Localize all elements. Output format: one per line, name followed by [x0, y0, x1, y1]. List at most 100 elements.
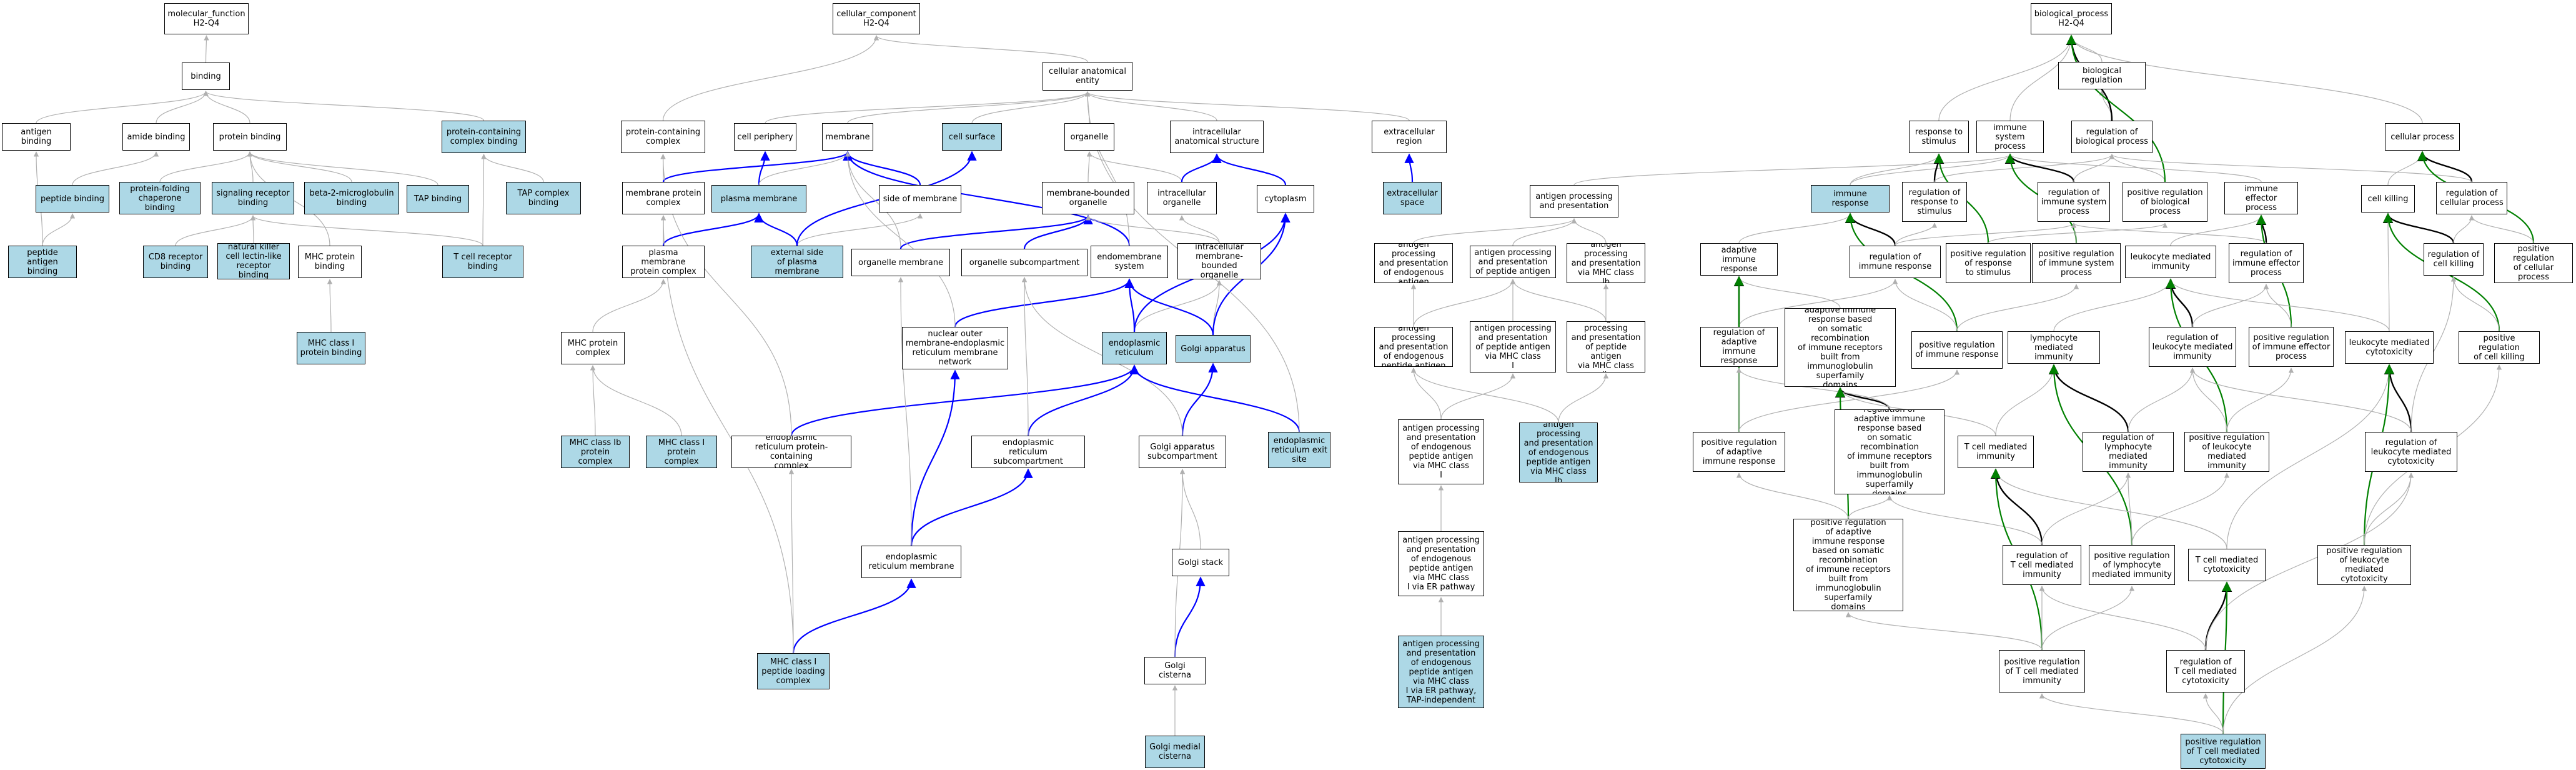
edge-part-of [1181, 153, 1222, 182]
edge-is-a [1086, 151, 1182, 182]
edge-is-a [1736, 368, 1890, 410]
go-term-golgi-apparatus: Golgi apparatus [1176, 335, 1251, 362]
edge-part-of [758, 151, 770, 186]
go-term-cae: cellular anatomical entity [1043, 62, 1132, 91]
go-term-er-subcompartment: endoplasmic reticulum subcompartment [971, 436, 1085, 468]
edge-part-of [1174, 576, 1206, 658]
go-term-mhc1-complex: MHC class I protein complex [646, 436, 717, 468]
edge-is-a [1573, 154, 2013, 186]
go-term-cell-periphery: cell periphery [734, 123, 796, 151]
edge-is-a [971, 91, 1091, 124]
edge-is-a [204, 35, 209, 63]
go-term-app-endogenous-antigen: antigen processing and presentation of e… [1374, 243, 1453, 283]
go-term-protein-containing-complex-binding: protein-containing complex binding [442, 121, 526, 153]
edge-is-a [1510, 279, 1607, 322]
go-term-app-endogenous-peptide: antigen processing and presentation of e… [1374, 327, 1453, 367]
edge-is-a [1086, 151, 1092, 182]
go-term-cellular-process: cellular process [2385, 123, 2460, 151]
edge-is-a [1021, 277, 1029, 436]
go-term-immune-response: immune response [1811, 185, 1890, 212]
go-term-extracellular-region: extracellular region [1372, 121, 1447, 153]
edge-part-of [662, 212, 764, 246]
edge-is-a [2167, 279, 2390, 332]
edge-is-a [592, 279, 666, 332]
go-term-binding: binding [182, 62, 230, 90]
edge-is-a [662, 35, 879, 121]
go-term-reg-t-cell-mediated-immunity: regulation of T cell mediated immunity [2003, 545, 2081, 585]
go-term-intracellular-mbo: intracellular membrane-bounded organelle [1177, 243, 1261, 279]
edge-is-a [250, 215, 483, 246]
edge-part-of [910, 369, 960, 546]
go-term-extracellular-space: extracellular space [1383, 182, 1442, 214]
go-term-peptide-antigen-binding: peptide antigen binding [8, 246, 77, 278]
edge-part-of [1124, 278, 1214, 336]
go-term-adaptive-somatic: adaptive immune response based on somati… [1785, 308, 1896, 387]
go-term-mhc1b-complex: MHC class Ib protein complex [561, 436, 630, 468]
go-term-response-to-stimulus: response to stimulus [1909, 121, 1969, 153]
edge-is-a [1738, 279, 1898, 328]
go-term-nuclear-outer-membrane: nuclear outer membrane-endoplasmic retic… [902, 327, 1008, 369]
edge-regulates [1990, 468, 2043, 546]
go-term-tcr-binding: T cell receptor binding [442, 246, 523, 278]
edge-is-a [1413, 279, 1516, 328]
edge-positively-regulates [2066, 34, 2166, 182]
go-term-er-exit-site: endoplasmic reticulum exit site [1268, 432, 1330, 468]
go-term-protein-binding: protein binding [213, 123, 287, 151]
edge-is-a [788, 469, 795, 654]
edge-is-a [1413, 218, 1577, 244]
edge-is-a [2189, 368, 2412, 432]
edge-is-a [1995, 364, 2057, 436]
go-term-pos-reg-leukocyte-mediated-cytotoxicity: positive regulation of leukocyte mediate… [2317, 545, 2411, 585]
edge-is-a [2071, 222, 2267, 244]
go-term-pos-reg-immune-response: positive regulation of immune response [1911, 331, 2003, 369]
go-term-membrane-bounded-organelle: membrane-bounded organelle [1042, 182, 1134, 214]
go-term-bp-root: biological_process H2-Q4 [2031, 3, 2112, 34]
go-term-intracellular-organelle: intracellular organelle [1147, 182, 1217, 214]
go-term-tap-complex-binding: TAP complex binding [506, 182, 581, 214]
go-term-reg-cell-killing: regulation of cell killing [2424, 243, 2484, 276]
go-term-golgi-medial-cisterna: Golgi medial cisterna [1145, 736, 1205, 768]
go-term-mf-root: molecular_function H2-Q4 [164, 3, 249, 34]
edge-is-a [203, 91, 250, 124]
edge-is-a [2202, 693, 2224, 734]
go-term-cytoplasm: cytoplasm [1257, 185, 1314, 212]
edge-is-a [1084, 91, 1410, 121]
go-term-organelle-membrane: organelle membrane [851, 249, 950, 276]
edge-part-of [843, 151, 921, 186]
go-term-pos-reg-leukocyte-mediated-immunity: positive regulation of leukocyte mediate… [2184, 432, 2269, 472]
go-term-reg-immune-effector-process: regulation of immune effector process [2229, 243, 2304, 283]
go-term-plasma-membrane: plasma membrane [711, 185, 806, 212]
edge-is-a [1085, 215, 1220, 244]
go-term-t-cell-mediated-cytotoxicity: T cell mediated cytotoxicity [2188, 549, 2266, 581]
edge-is-a [2109, 154, 2472, 182]
edge-is-a [2039, 693, 2224, 734]
edge-part-of [1212, 153, 1287, 186]
edge-is-a [2387, 151, 2425, 186]
edge-is-a [2125, 472, 2133, 546]
go-term-b2m-binding: beta-2-microglobulin binding [304, 182, 399, 214]
edge-is-a [1850, 154, 2013, 186]
go-term-regulation-biological-process: regulation of biological process [2071, 121, 2152, 153]
edge-is-a [2226, 368, 2294, 432]
edge-part-of [899, 214, 1093, 249]
edge-is-a [36, 91, 209, 124]
go-term-mhc-protein-complex: MHC protein complex [561, 332, 625, 364]
edge-layer [33, 34, 2535, 736]
edge-is-a [765, 91, 1091, 124]
edge-is-a [2189, 368, 2227, 432]
edge-is-a [1440, 373, 1516, 420]
edge-is-a [1993, 469, 2227, 549]
go-term-app-endo-peptide-mhc1-er-tap: antigen processing and presentation of e… [1398, 636, 1484, 708]
edge-is-a [2226, 364, 2392, 549]
edge-is-a [845, 151, 956, 328]
go-term-reg-t-cell-mediated-cytotoxicity: regulation of T cell mediated cytotoxici… [2166, 650, 2245, 692]
edge-is-a [2205, 472, 2414, 651]
edge-is-a [327, 279, 333, 332]
go-term-golgi-cisterna: Golgi cisterna [1144, 657, 1206, 684]
go-term-pos-reg-lymphocyte-mediated-immunity: positive regulation of lymphocyte mediat… [2089, 545, 2175, 585]
edge-is-a [1410, 368, 1442, 420]
go-term-er-protein-containing-complex: endoplasmic reticulum protein-containing… [731, 436, 851, 468]
go-term-mhc-protein-binding: MHC protein binding [298, 246, 362, 278]
edge-is-a [1084, 91, 1130, 246]
edge-is-a [1738, 369, 1960, 432]
